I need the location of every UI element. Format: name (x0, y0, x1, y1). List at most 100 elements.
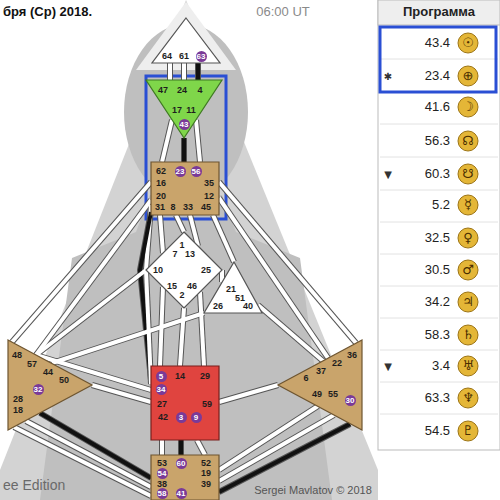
gate-line-value: 30.5 (396, 263, 450, 277)
gate-number: 47 (158, 86, 168, 95)
channel-line (219, 385, 278, 402)
gate-number: 28 (13, 395, 23, 404)
channel-line (180, 308, 184, 366)
gate-number: 46 (187, 282, 197, 291)
gate-line-value: 63.3 (396, 391, 450, 405)
gate-number: 16 (156, 179, 166, 188)
gate-number: 17 (172, 106, 182, 115)
solar-plexus-center: 3622376495530 (278, 340, 362, 430)
highlight-frame (146, 76, 226, 219)
gate-number: 2 (179, 291, 184, 300)
channel-line (213, 215, 234, 262)
gate-line-value: 56.3 (396, 134, 450, 148)
gate-number: 31 (155, 203, 165, 212)
gate-number: 54 (157, 468, 168, 479)
planet-symbol: ☽ (456, 100, 480, 114)
gate-number: 57 (27, 360, 37, 369)
gate-number: 12 (204, 192, 214, 201)
planet-symbol: ♆ (456, 391, 480, 405)
channel-connector (36, 270, 146, 355)
channel-outline (176, 215, 184, 232)
gate-number: 55 (328, 390, 338, 399)
gate-number: 7 (172, 250, 177, 259)
channel-connector (213, 215, 234, 262)
gate-number: 33 (183, 203, 193, 212)
channel-fills (12, 63, 356, 496)
gate-number: 4 (197, 86, 202, 95)
gate-number: 35 (204, 179, 214, 188)
retro-mark: ▼ (381, 361, 395, 372)
gate-number: 18 (13, 406, 23, 415)
gate-number: 13 (185, 250, 195, 259)
highlight-frame (380, 27, 496, 92)
channel-outline (195, 63, 201, 80)
copyright: Sergei Mavlatov © 2018 (250, 484, 376, 496)
gate-number: 39 (201, 480, 211, 489)
gate-number: 23 (175, 166, 186, 177)
channel-outline (219, 415, 334, 481)
channel-outlines (12, 63, 356, 496)
channel-line (52, 313, 204, 363)
channel-connector (162, 440, 163, 455)
planet-symbol: ♀ (456, 231, 480, 245)
planet-symbol: ♇ (456, 424, 480, 438)
root-center: 536052541938395841 (151, 455, 219, 500)
gate-number: 30 (345, 395, 356, 406)
channel-line (179, 440, 183, 455)
retro-mark: ✱ (381, 71, 395, 82)
gate-number: 19 (201, 469, 211, 478)
channel-line (196, 63, 200, 80)
chart-title: бря (Ср) 2018. (3, 4, 92, 19)
gate-number: 27 (157, 400, 167, 409)
channel-connector (36, 200, 151, 355)
gate-number: 43 (179, 119, 190, 130)
gate-line-value: 54.5 (396, 424, 450, 438)
channel-connector (146, 270, 151, 384)
channel-outline (146, 270, 151, 384)
planet-symbol: ♅ (456, 359, 480, 373)
gate-number: 48 (12, 351, 22, 360)
channel-connector (184, 63, 185, 80)
planet-symbol: ⊕ (456, 69, 480, 83)
channel-outline (181, 63, 187, 80)
channel-outline (213, 215, 234, 262)
gate-number: 25 (201, 266, 211, 275)
channel-connector (181, 440, 182, 455)
gate-number: 36 (347, 351, 357, 360)
channel-line (146, 270, 151, 384)
channel-line (196, 120, 200, 162)
channel-connector (197, 440, 205, 455)
center-shape (8, 340, 92, 430)
gate-number: 49 (312, 390, 322, 399)
channel-line (168, 63, 172, 80)
channel-outline (200, 292, 204, 366)
center-shape (278, 340, 362, 430)
gate-number: 32 (33, 384, 44, 395)
channel-line (219, 415, 334, 481)
center-shape (146, 80, 222, 138)
gate-line-value: 34.2 (396, 295, 450, 309)
channel-connector (219, 415, 334, 481)
center-shape (204, 262, 262, 313)
gate-number: 14 (175, 372, 185, 381)
gate-line-value: 23.4 (396, 69, 450, 83)
planet-symbol: ♄ (456, 328, 480, 342)
planet-symbol: ♂ (456, 263, 480, 277)
gate-number: 60 (176, 458, 187, 469)
channel-line (36, 200, 151, 355)
gate-number: 6 (303, 374, 308, 383)
channel-connector (222, 270, 223, 282)
gate-line-value: 32.5 (396, 231, 450, 245)
channel-connector (184, 138, 185, 162)
gate-number: 42 (158, 413, 168, 422)
channel-connector (198, 63, 199, 80)
gate-number: 45 (201, 203, 211, 212)
channel-outline (159, 440, 165, 455)
channel-line (26, 421, 151, 487)
sacral-center: 514293427594239 (151, 366, 219, 440)
gate-number: 44 (43, 368, 53, 377)
gate-number: 52 (201, 459, 211, 468)
gate-number: 63 (196, 51, 207, 62)
planet-symbol: ☊ (456, 134, 480, 148)
